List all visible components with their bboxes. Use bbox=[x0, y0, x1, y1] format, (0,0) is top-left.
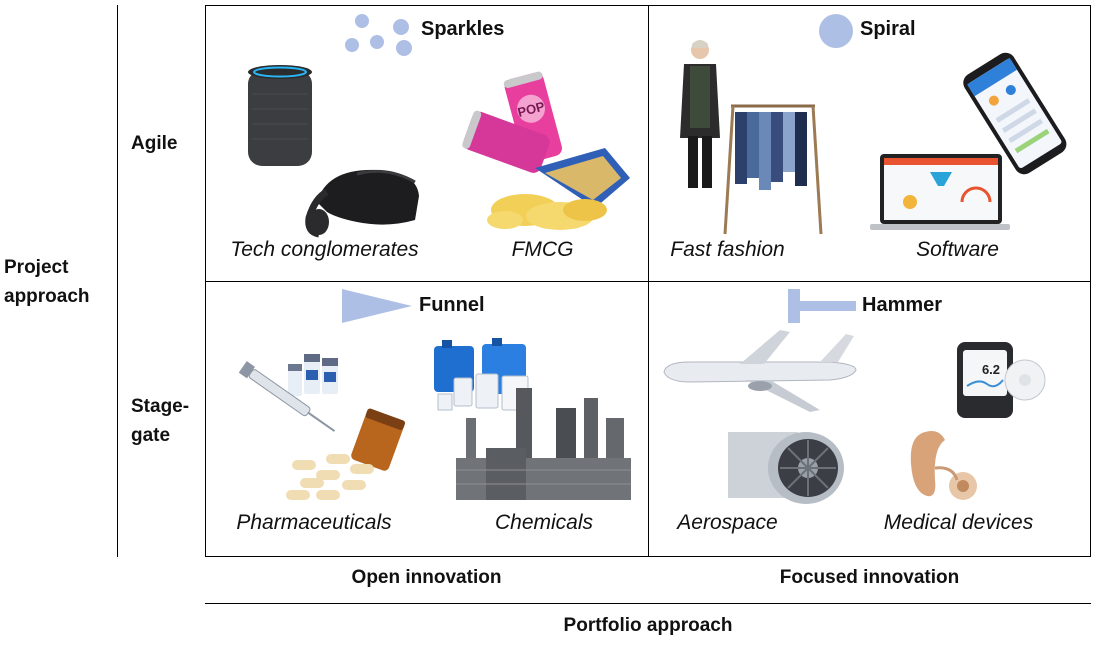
x-axis-title: Portfolio approach bbox=[563, 615, 733, 636]
laptop-image bbox=[870, 154, 1010, 230]
fashion-model-image bbox=[680, 40, 720, 188]
sector-label-pharmaceuticals: Pharmaceuticals bbox=[236, 511, 392, 534]
can-logo-text: POP bbox=[516, 98, 547, 120]
strategy-label-sparkles: Sparkles bbox=[421, 18, 505, 40]
chemical-containers-image bbox=[434, 338, 529, 411]
pills-image bbox=[286, 408, 406, 500]
refinery-image bbox=[456, 388, 631, 500]
column-label-focused-innovation: Focused innovation bbox=[779, 567, 960, 588]
sparkles-icon bbox=[345, 14, 412, 56]
spiral-icon bbox=[819, 14, 853, 48]
smartphone-image bbox=[963, 52, 1067, 175]
soda-cans-image: POP bbox=[462, 71, 562, 173]
column-label-open-innovation: Open innovation bbox=[351, 567, 502, 588]
y-axis-title: Project approach bbox=[4, 253, 90, 311]
y-axis-title-line1: Project bbox=[4, 257, 69, 278]
sector-label-chemicals: Chemicals bbox=[494, 511, 594, 534]
sector-label-medical-devices: Medical devices bbox=[883, 511, 1034, 534]
clothing-rack-image bbox=[723, 104, 823, 235]
sector-label-aerospace: Aerospace bbox=[677, 511, 778, 534]
monitor-reading-text: 6.2 bbox=[982, 362, 1000, 377]
glucose-monitor-image: 6.2 bbox=[957, 342, 1046, 418]
vr-headset-image bbox=[305, 169, 419, 238]
hammer-icon bbox=[788, 289, 856, 323]
funnel-icon bbox=[342, 289, 412, 323]
chips-image bbox=[487, 148, 630, 230]
sector-label-fmcg: FMCG bbox=[511, 238, 574, 261]
x-axis-line bbox=[205, 603, 1091, 604]
row-label-stage-gate-line2: gate bbox=[131, 425, 171, 446]
y-axis-title-line2: approach bbox=[4, 286, 90, 307]
airplane-image bbox=[663, 330, 857, 412]
row-label-stage-gate: Stage- gate bbox=[131, 392, 189, 450]
strategy-label-funnel: Funnel bbox=[419, 294, 485, 316]
smart-speaker-image bbox=[248, 65, 312, 166]
sector-label-fast-fashion: Fast fashion bbox=[670, 238, 785, 261]
sector-label-tech-conglomerates: Tech conglomerates bbox=[230, 238, 419, 261]
strategy-label-spiral: Spiral bbox=[860, 18, 916, 40]
row-label-stage-gate-line1: Stage- bbox=[131, 396, 190, 417]
syringe-vials-image bbox=[238, 354, 338, 432]
row-label-agile-text: Agile bbox=[131, 133, 178, 154]
row-label-agile: Agile bbox=[131, 129, 177, 158]
hearing-aid-image bbox=[910, 431, 977, 500]
y-axis-line bbox=[117, 5, 118, 557]
matrix-horizontal-divider bbox=[205, 281, 1091, 282]
jet-engine-image bbox=[728, 432, 844, 504]
strategy-label-hammer: Hammer bbox=[862, 294, 943, 316]
sector-label-software: Software bbox=[916, 238, 999, 261]
